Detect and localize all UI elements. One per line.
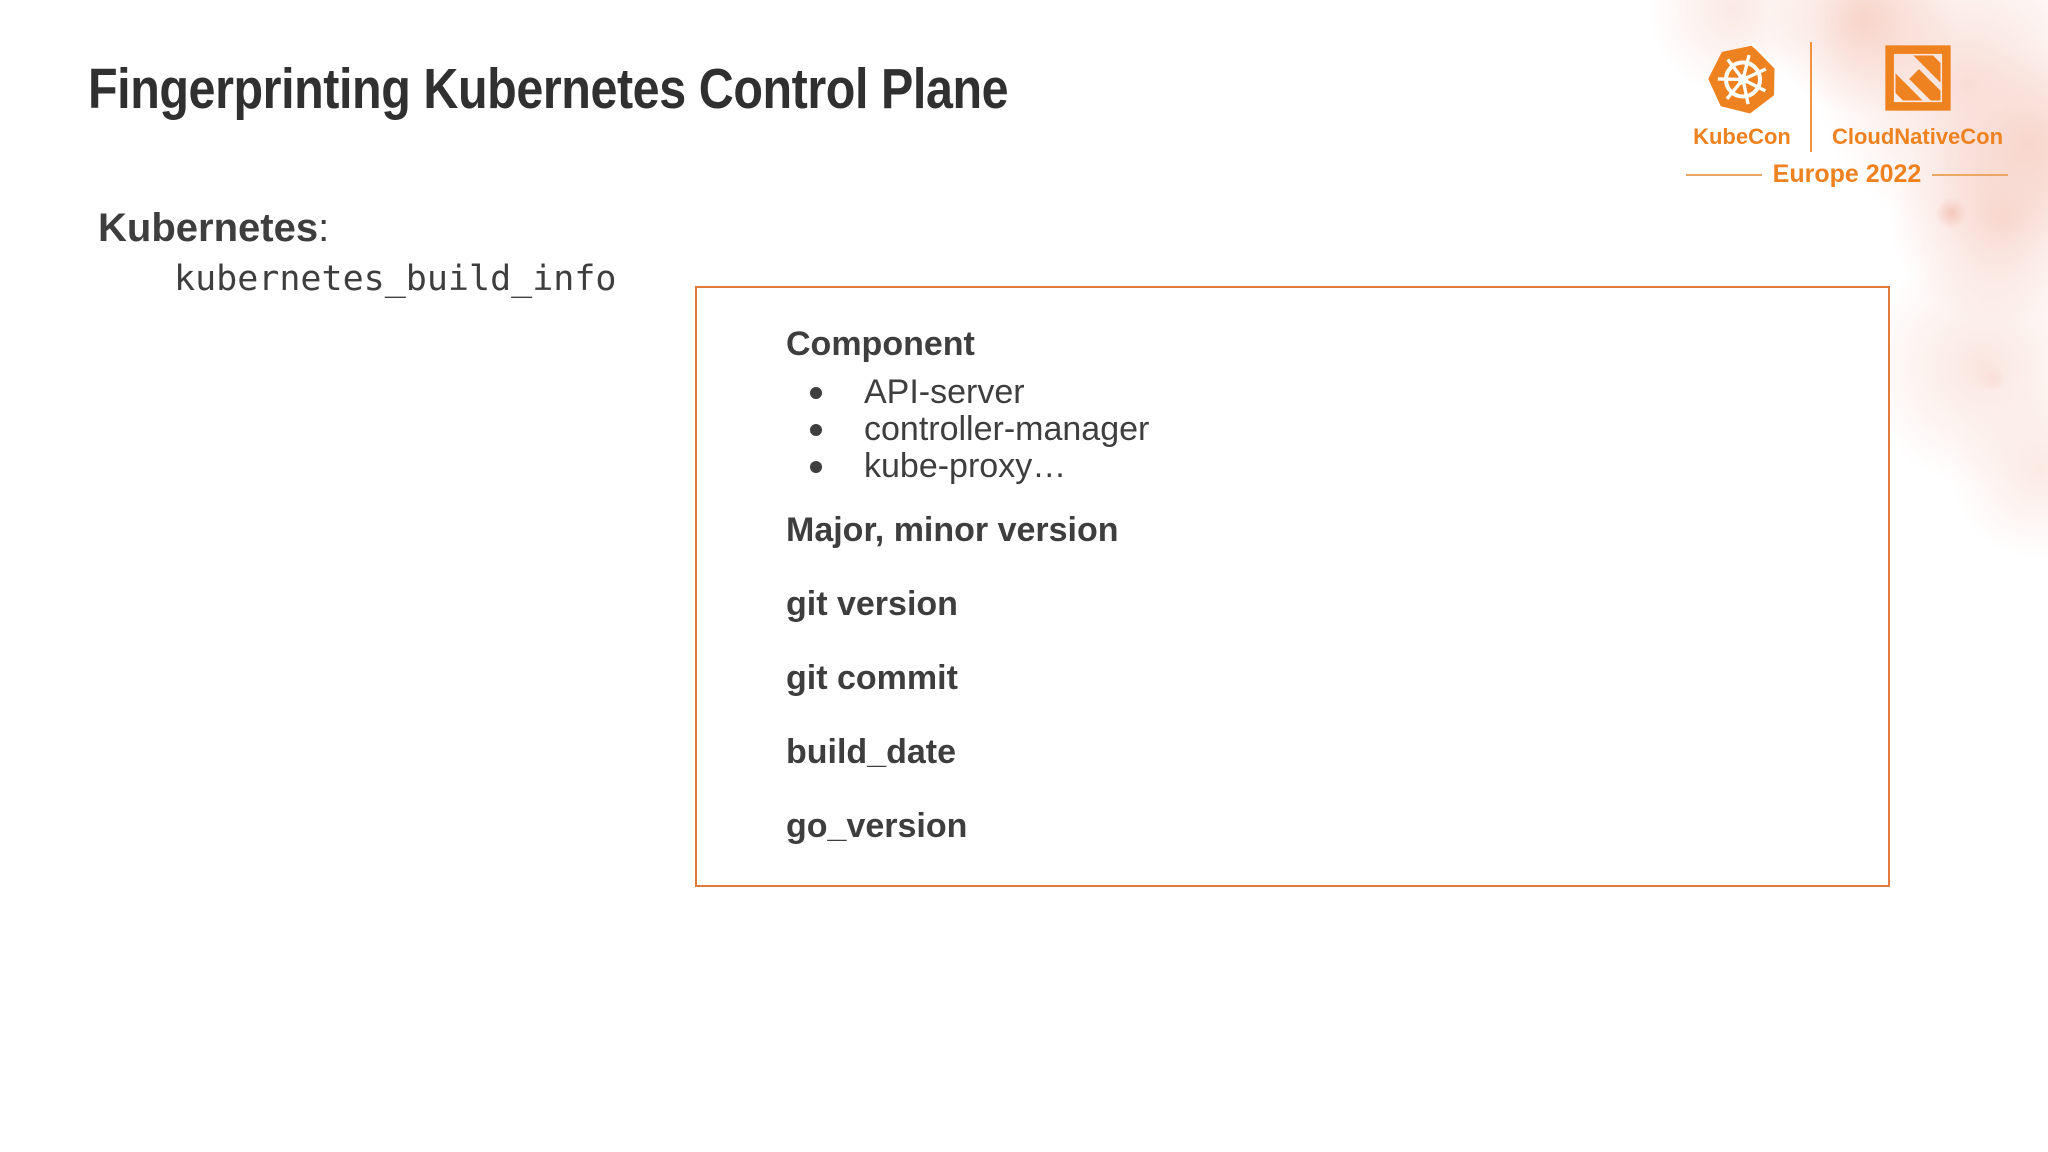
build-info-field: git version <box>786 585 958 623</box>
event-edition-label: Europe 2022 <box>1772 160 1922 188</box>
kubernetes-heading-colon: : <box>318 206 330 250</box>
build-info-box: Component API-server controller-manager … <box>695 286 1890 887</box>
metric-intro-block: Kubernetes: kubernetes_build_info <box>98 204 617 300</box>
kubernetes-heading: Kubernetes: <box>98 204 617 252</box>
kubernetes-heading-word: Kubernetes <box>98 206 319 250</box>
component-section-title: Component <box>786 325 975 363</box>
cloudnativecon-cube-icon <box>1885 45 1951 111</box>
build-info-field: Major, minor version <box>786 511 1119 549</box>
list-item: controller-manager <box>786 411 1848 448</box>
cloudnativecon-label: CloudNativeCon <box>1831 124 2004 149</box>
build-info-field: go_version <box>786 807 968 845</box>
component-item-label: API-server <box>864 373 1025 411</box>
bullet-icon <box>810 424 822 436</box>
bullet-icon <box>810 461 822 473</box>
component-item-label: kube-proxy… <box>864 447 1067 485</box>
slide-title: Fingerprinting Kubernetes Control Plane <box>88 57 1009 121</box>
europe-divider-line-right <box>1932 173 2008 176</box>
list-item: kube-proxy… <box>786 448 1848 485</box>
build-info-field: build_date <box>786 733 957 771</box>
bullet-icon <box>810 387 822 399</box>
kubernetes-helm-icon <box>1708 42 1780 114</box>
brand-divider-line <box>1810 42 1812 152</box>
component-list: API-server controller-manager kube-proxy… <box>786 374 1848 485</box>
metric-name-code: kubernetes_build_info <box>174 259 617 299</box>
build-info-field: git commit <box>786 659 958 697</box>
list-item: API-server <box>786 374 1848 411</box>
kubecon-label: KubeCon <box>1693 124 1791 149</box>
component-item-label: controller-manager <box>864 410 1150 448</box>
europe-divider-line-left <box>1686 173 1762 176</box>
event-edition-row: Europe 2022 <box>1686 160 2008 189</box>
event-logo-block: KubeCon CloudNativeCon Europe 2022 <box>1686 36 2008 196</box>
